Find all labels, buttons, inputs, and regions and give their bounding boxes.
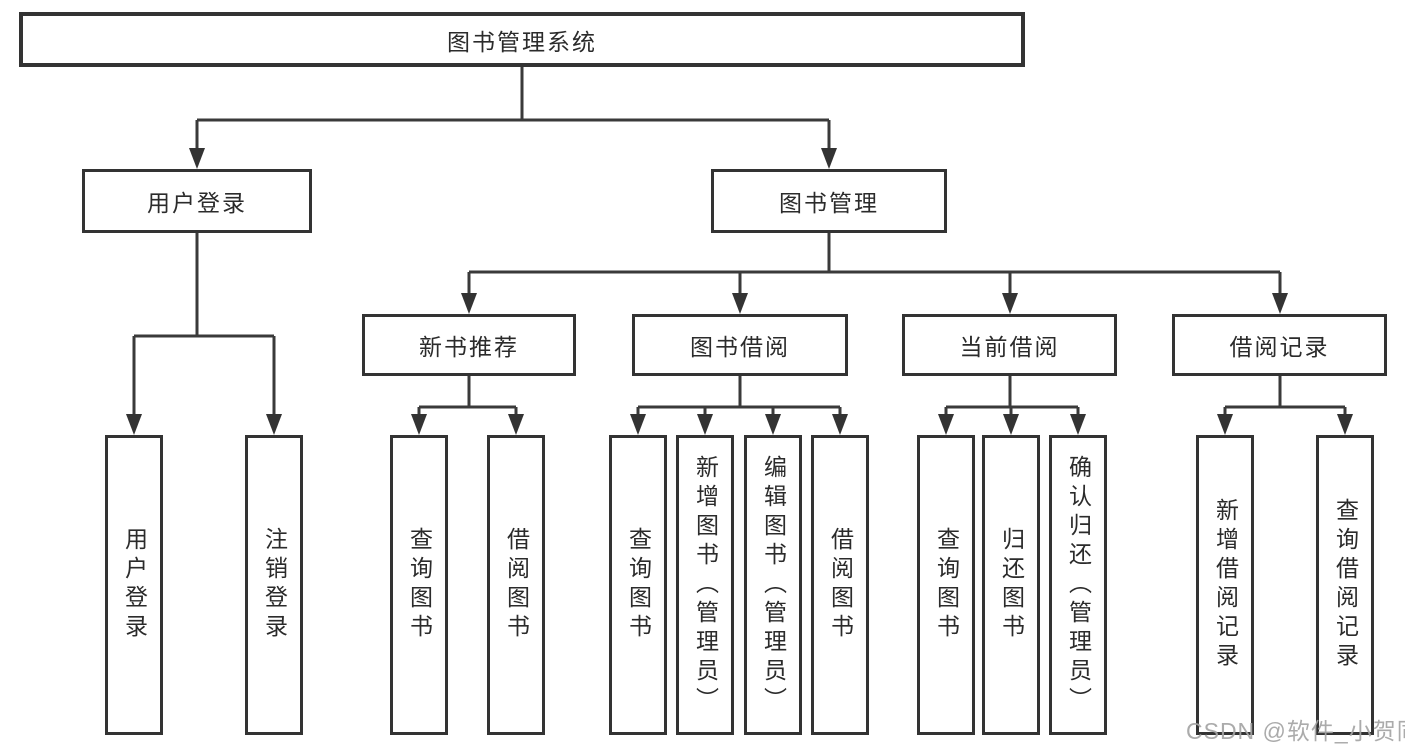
connector-new-rec-bus [417, 376, 518, 416]
leaf-borrow-books: 借阅图书 [811, 435, 869, 735]
leaf-label: 查询图书 [625, 527, 652, 643]
connector-root-bus [195, 67, 831, 150]
arrow-icon [938, 414, 954, 435]
arrow-icon [1217, 414, 1233, 435]
leaf-return-books: 归还图书 [982, 435, 1040, 735]
node-new-book-recommend: 新书推荐 [362, 314, 576, 376]
node-book-management: 图书管理 [711, 169, 947, 233]
arrow-icon [1070, 414, 1086, 435]
arrow-icon [832, 414, 848, 435]
arrow-icon [1337, 414, 1353, 435]
leaf-label: 借阅图书 [827, 527, 854, 643]
connector-book-mgmt-bus [467, 233, 1282, 295]
leaf-label: 注销登录 [261, 527, 288, 643]
leaf-label: 借阅图书 [503, 527, 530, 643]
leaf-confirm-return-admin: 确认归还（管理员） [1049, 435, 1107, 735]
leaf-label: 确认归还（管理员） [1065, 454, 1092, 716]
arrow-icon [765, 414, 781, 435]
arrow-icon [1002, 293, 1018, 314]
arrow-icon [411, 414, 427, 435]
connector-user-login-bus [132, 233, 276, 416]
leaf-label: 查询借阅记录 [1332, 498, 1359, 672]
arrow-icon [461, 293, 477, 314]
leaf-label: 查询图书 [933, 527, 960, 643]
leaf-recommend-borrow-books: 借阅图书 [487, 435, 545, 735]
leaf-label: 编辑图书（管理员） [760, 454, 787, 716]
node-book-borrow: 图书借阅 [632, 314, 848, 376]
leaf-label: 新增图书（管理员） [692, 454, 719, 716]
leaf-label: 查询图书 [406, 527, 433, 643]
leaf-logout: 注销登录 [245, 435, 303, 735]
node-current-borrow: 当前借阅 [902, 314, 1117, 376]
arrow-icon [266, 414, 282, 435]
arrow-icon [1272, 293, 1288, 314]
leaf-borrow-query-books: 查询图书 [609, 435, 667, 735]
arrow-icon [1003, 414, 1019, 435]
node-borrow-record: 借阅记录 [1172, 314, 1387, 376]
node-user-login: 用户登录 [82, 169, 312, 233]
leaf-add-borrow-record: 新增借阅记录 [1196, 435, 1254, 735]
arrow-icon [189, 148, 205, 169]
node-root-system: 图书管理系统 [19, 12, 1025, 67]
leaf-query-borrow-record: 查询借阅记录 [1316, 435, 1374, 735]
connector-current-bus [944, 376, 1080, 416]
arrow-icon [821, 148, 837, 169]
arrow-icon [732, 293, 748, 314]
arrow-icon [508, 414, 524, 435]
leaf-label: 用户登录 [121, 527, 148, 643]
connector-borrow-bus [636, 376, 842, 416]
leaf-add-books-admin: 新增图书（管理员） [676, 435, 734, 735]
arrowheads [126, 148, 1353, 435]
arrow-icon [697, 414, 713, 435]
leaf-edit-books-admin: 编辑图书（管理员） [744, 435, 802, 735]
leaf-user-login: 用户登录 [105, 435, 163, 735]
leaf-label: 归还图书 [998, 527, 1025, 643]
arrow-icon [126, 414, 142, 435]
connector-record-bus [1223, 376, 1347, 416]
leaf-recommend-query-books: 查询图书 [390, 435, 448, 735]
leaf-label: 新增借阅记录 [1212, 498, 1239, 672]
leaf-current-query-books: 查询图书 [917, 435, 975, 735]
csdn-watermark: CSDN @软件_小贺同学 [1186, 718, 1405, 744]
arrow-icon [630, 414, 646, 435]
